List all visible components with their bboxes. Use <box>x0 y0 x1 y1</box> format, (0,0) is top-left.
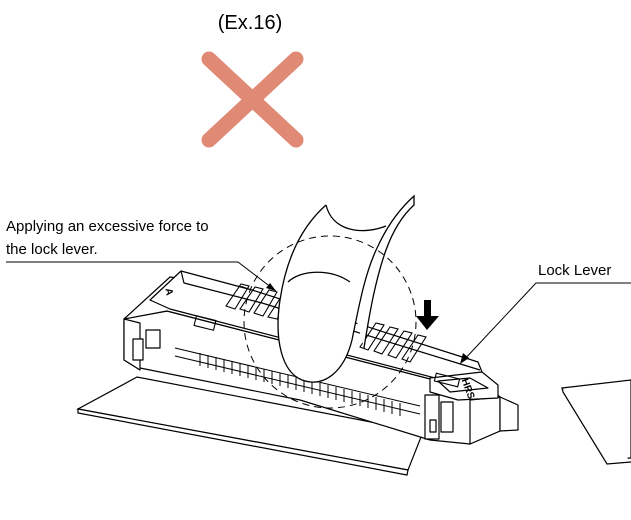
lever-leader-line <box>461 282 631 363</box>
pin1-mark: A <box>162 287 174 296</box>
lock-lever-label: Lock Lever <box>538 262 612 279</box>
force-annotation-line2: the lock lever. <box>6 241 98 258</box>
finger <box>277 194 415 383</box>
fpc-sheet <box>560 379 631 465</box>
lever-leader-arrow <box>460 353 469 364</box>
fpc-cable <box>76 376 424 476</box>
cross-mark-icon <box>201 51 304 148</box>
lever-slots <box>193 283 461 388</box>
force-annotation-line1: Applying an excessive force to <box>6 218 209 235</box>
force-leader-line <box>6 261 277 292</box>
example-title: (Ex.16) <box>217 12 283 34</box>
force-leader-arrow <box>266 283 276 291</box>
down-arrow-icon <box>416 300 439 330</box>
contact-pins <box>174 347 421 416</box>
highlight-circle <box>243 235 417 409</box>
